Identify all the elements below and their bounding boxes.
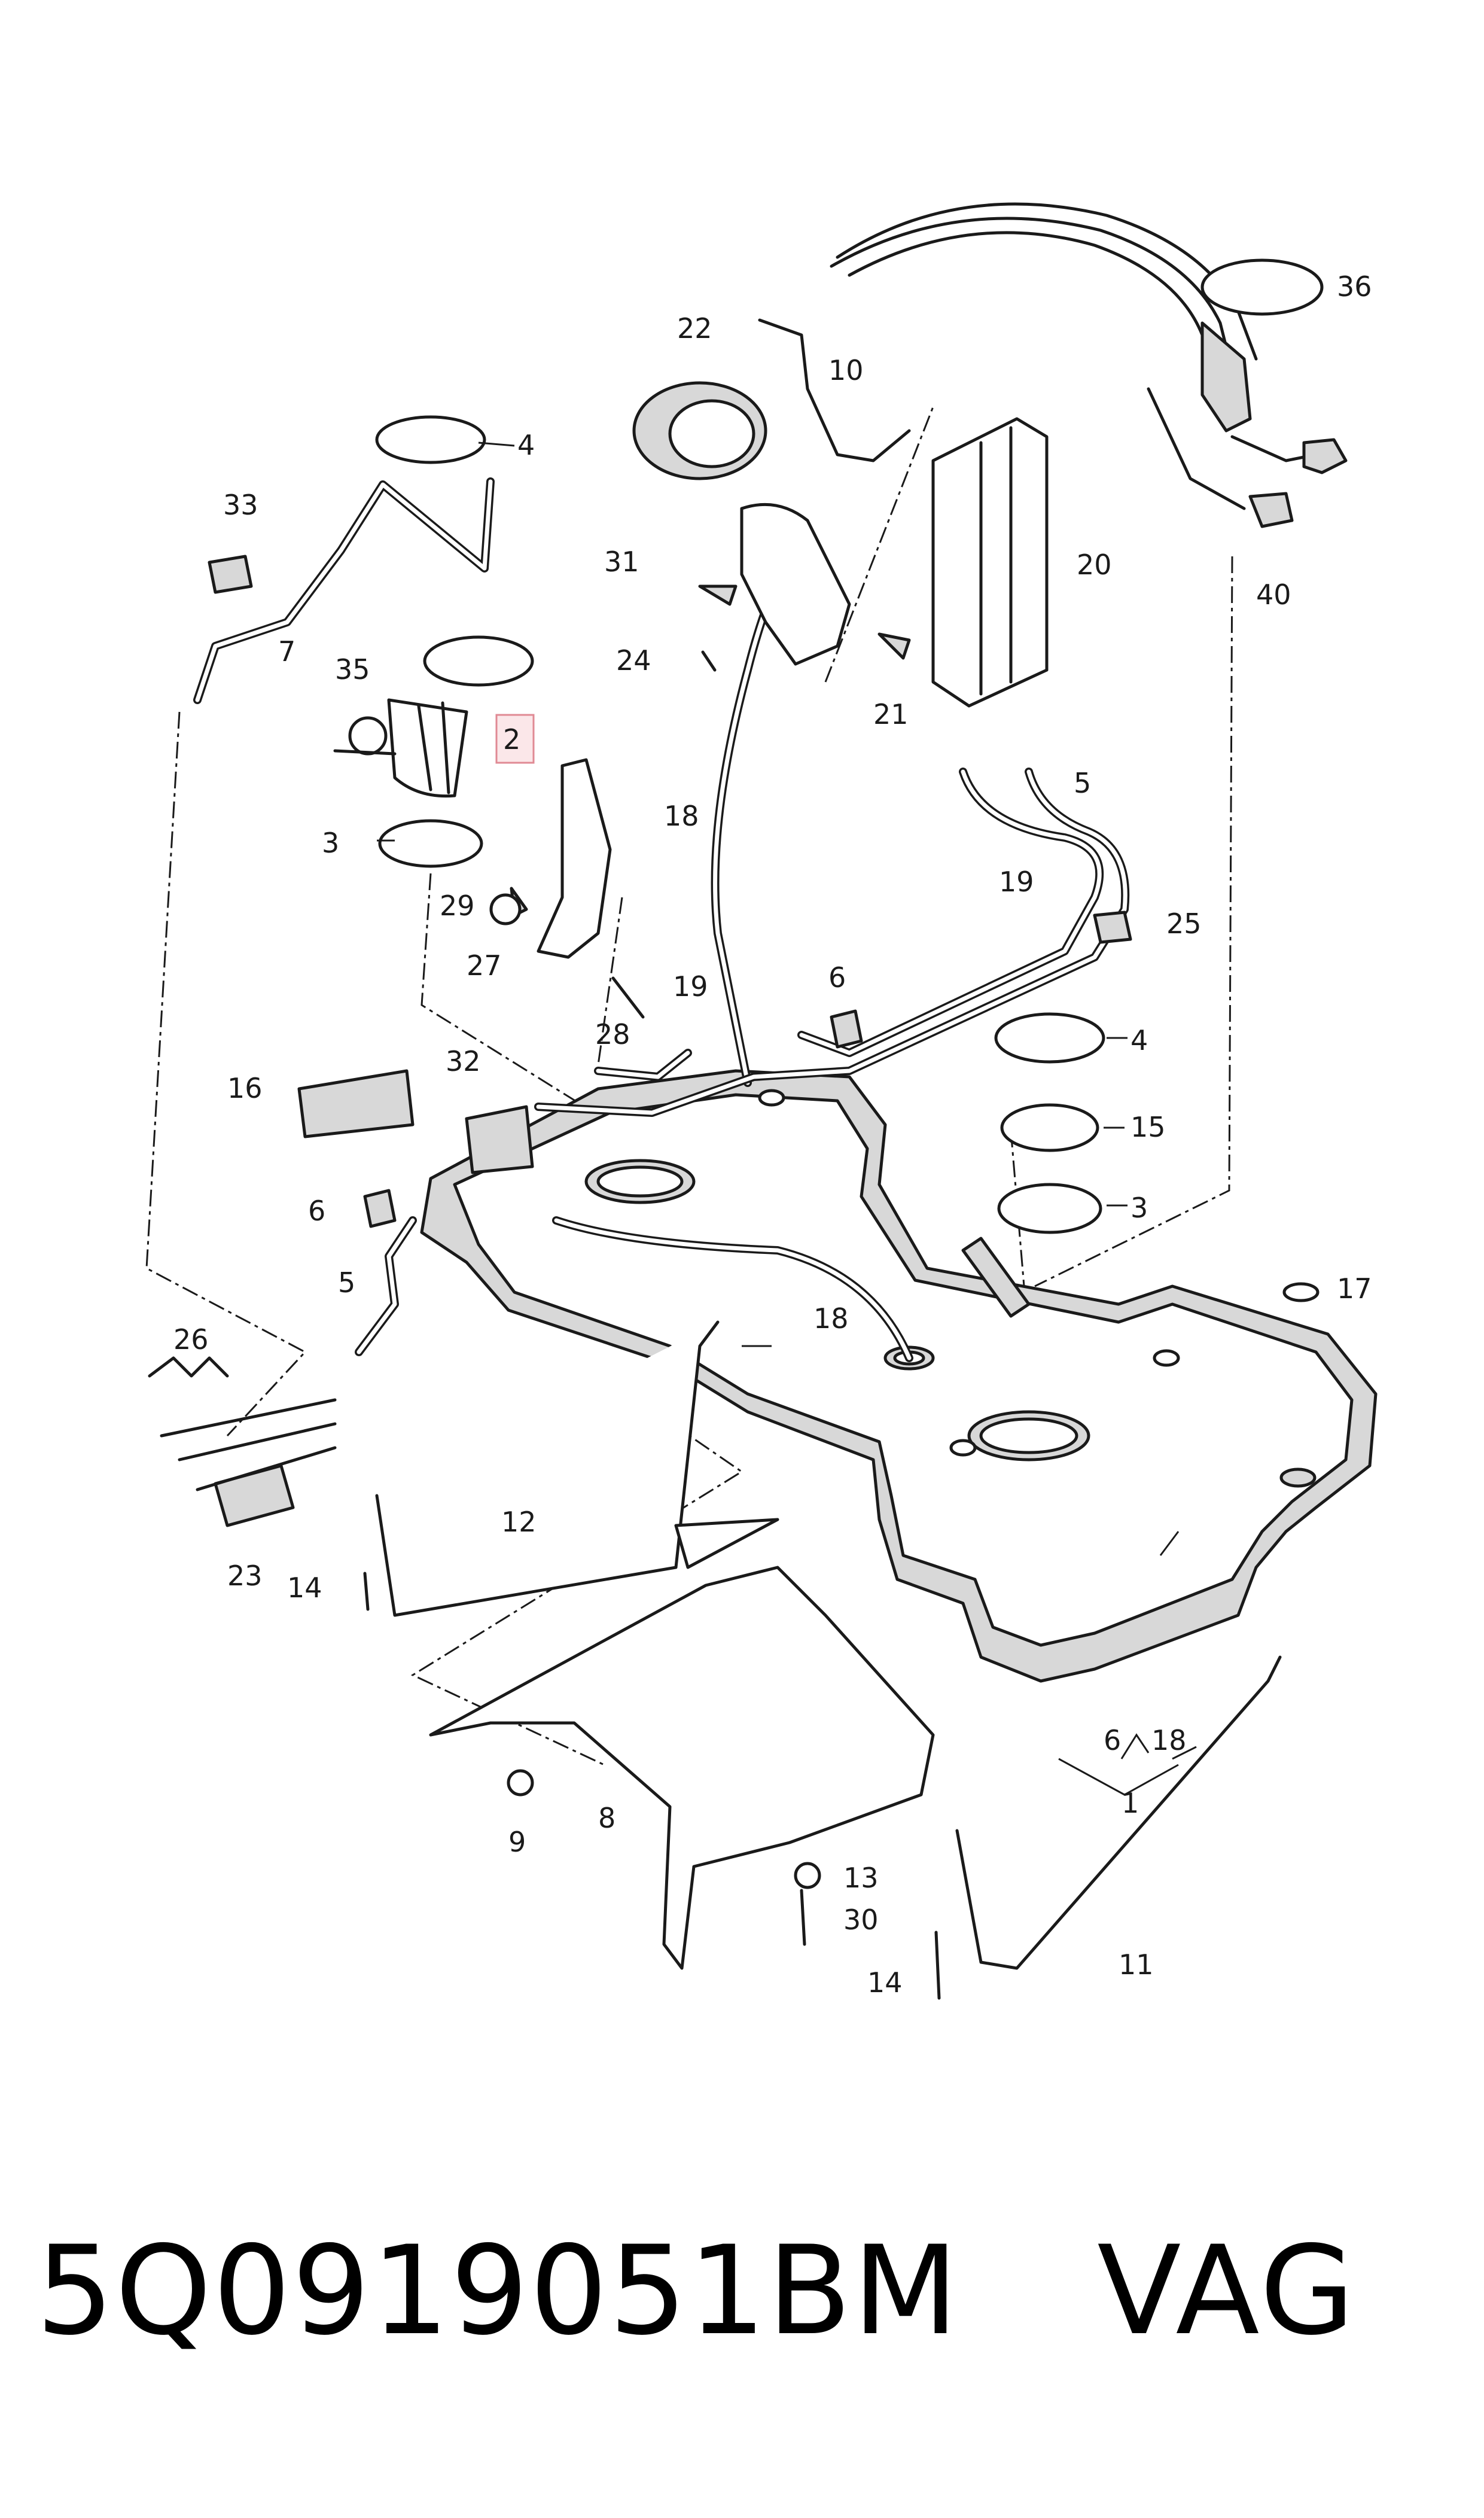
callout-27: 27 — [467, 949, 502, 982]
callout-24: 24 — [616, 644, 651, 677]
hose-bundle — [148, 1356, 337, 1491]
fasteners — [208, 555, 1320, 2000]
callout-35: 35 — [335, 653, 370, 686]
callout-10: 10 — [828, 354, 864, 386]
callout-25: 25 — [1166, 908, 1202, 940]
callout-3-right: 3 — [1130, 1192, 1148, 1224]
callout-4-right: 4 — [1130, 1024, 1148, 1056]
callout-30: 30 — [843, 1904, 879, 1936]
callout-26: 26 — [173, 1323, 209, 1356]
fuel-tank — [420, 1069, 1378, 1683]
callout-15: 15 — [1130, 1111, 1166, 1143]
callout-36: 36 — [1337, 270, 1372, 303]
highlighted-callout-box — [495, 714, 535, 764]
callout-19-right: 19 — [999, 866, 1034, 898]
charcoal-canister — [931, 417, 1049, 708]
callout-6-left: 6 — [308, 1195, 325, 1227]
callout-28: 28 — [595, 1018, 630, 1051]
callout-31: 31 — [604, 546, 639, 578]
sealing-rings — [375, 415, 1105, 1234]
callout-14-left: 14 — [287, 1572, 322, 1604]
callout-8: 8 — [598, 1802, 615, 1834]
callout-labels: 2 36 22 10 4 33 31 20 40 7 24 35 21 5 3 … — [173, 270, 1372, 1999]
brand-name: VAG — [1097, 2220, 1357, 2362]
callout-20: 20 — [1077, 549, 1112, 581]
filler-neck — [537, 381, 851, 959]
callout-18-bottom: 18 — [1151, 1724, 1187, 1756]
callout-6-bottom: 6 — [1104, 1724, 1121, 1756]
callout-19-left: 19 — [673, 970, 708, 1003]
callout-32: 32 — [446, 1045, 481, 1077]
callout-14-bottom: 14 — [867, 1966, 903, 1999]
callout-2: 2 — [503, 723, 520, 756]
callout-4-top: 4 — [517, 429, 535, 461]
callout-18-upper: 18 — [664, 800, 699, 832]
fuel-pump-unit — [333, 258, 1324, 798]
callout-11: 11 — [1119, 1948, 1154, 1981]
callout-17: 17 — [1337, 1272, 1372, 1305]
callout-3-left: 3 — [322, 827, 339, 859]
callout-6-top: 6 — [828, 961, 846, 994]
fuel-lines — [193, 477, 1130, 1362]
part-code-bar: 5Q0919051BM VAG — [36, 2213, 1459, 2369]
callout-16: 16 — [227, 1072, 263, 1104]
callout-40: 40 — [1256, 578, 1291, 611]
callout-22: 22 — [677, 312, 712, 345]
callout-21: 21 — [873, 698, 909, 730]
callout-23: 23 — [227, 1560, 263, 1592]
callout-5-left: 5 — [338, 1266, 355, 1299]
wiring-harness — [758, 202, 1348, 528]
callout-9: 9 — [508, 1826, 526, 1858]
callout-33: 33 — [223, 489, 258, 521]
callout-29: 29 — [440, 890, 475, 922]
callout-1: 1 — [1122, 1787, 1139, 1819]
callout-7: 7 — [278, 635, 295, 668]
callout-5-right: 5 — [1074, 767, 1091, 799]
part-number: 5Q0919051BM — [36, 2220, 960, 2362]
callout-18-mid: 18 — [813, 1302, 849, 1335]
tank-straps-and-shield — [375, 1320, 1282, 1970]
callout-12: 12 — [501, 1506, 537, 1538]
callout-13: 13 — [843, 1862, 879, 1894]
